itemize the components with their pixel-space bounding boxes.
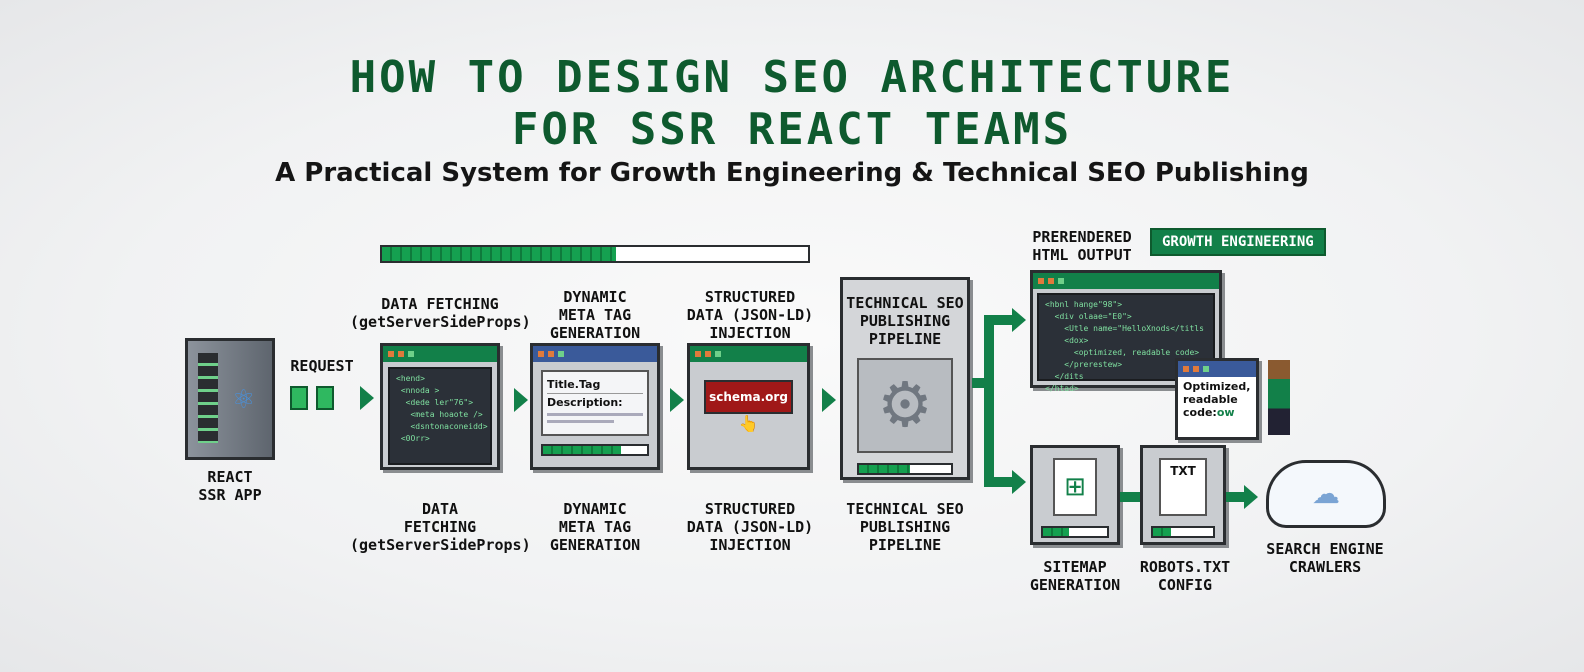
- code-block: <hend> <nnoda > <dede ler"76"> <meta hoa…: [388, 367, 492, 465]
- arrow-icon: [1244, 485, 1258, 509]
- sitemap-window: ⊞: [1030, 445, 1120, 545]
- document-icon: [290, 386, 308, 410]
- arrow-icon: [514, 388, 528, 412]
- cloud-icon: ☁: [1266, 460, 1386, 528]
- data-fetching-window: <hend> <nnoda > <dede ler"76"> <meta hoa…: [380, 343, 500, 470]
- step1-label-top: DATA FETCHING(getServerSideProps): [350, 295, 531, 331]
- meta-tag-window: Title.Tag Description:: [530, 343, 660, 470]
- title-line2: FOR SSR REACT TEAMS: [511, 104, 1073, 155]
- atom-icon: ⚛: [232, 385, 256, 415]
- gear-icon: ⚙: [857, 358, 953, 453]
- document-icon: [316, 386, 334, 410]
- arrow-icon: [1012, 308, 1026, 332]
- sitemap-icon: ⊞: [1053, 458, 1097, 516]
- request-label: REQUEST: [290, 357, 354, 375]
- subtitle: A Practical System for Growth Engineerin…: [275, 158, 1309, 188]
- server-icon: ⚛: [185, 338, 275, 460]
- schema-org-button[interactable]: schema.org: [704, 380, 793, 414]
- txt-file-icon: TXT: [1159, 458, 1207, 516]
- title-tag-field: Title.Tag: [547, 376, 643, 394]
- structured-data-window: schema.org 👆: [687, 343, 810, 470]
- growth-engineering-badge: GROWTH ENGINEERING: [1150, 228, 1326, 256]
- title-line1: HOW TO DESIGN SEO ARCHITECTURE: [349, 52, 1235, 103]
- robots-window: TXT: [1140, 445, 1226, 545]
- arrow-icon: [670, 388, 684, 412]
- person-icon: [1268, 360, 1290, 435]
- arrow-icon: [360, 386, 374, 410]
- description-field: Description:: [547, 396, 623, 409]
- arrow-icon: [822, 388, 836, 412]
- top-progress-bar: [380, 245, 810, 263]
- arrow-icon: [1012, 470, 1026, 494]
- cursor-icon: 👆: [738, 414, 759, 433]
